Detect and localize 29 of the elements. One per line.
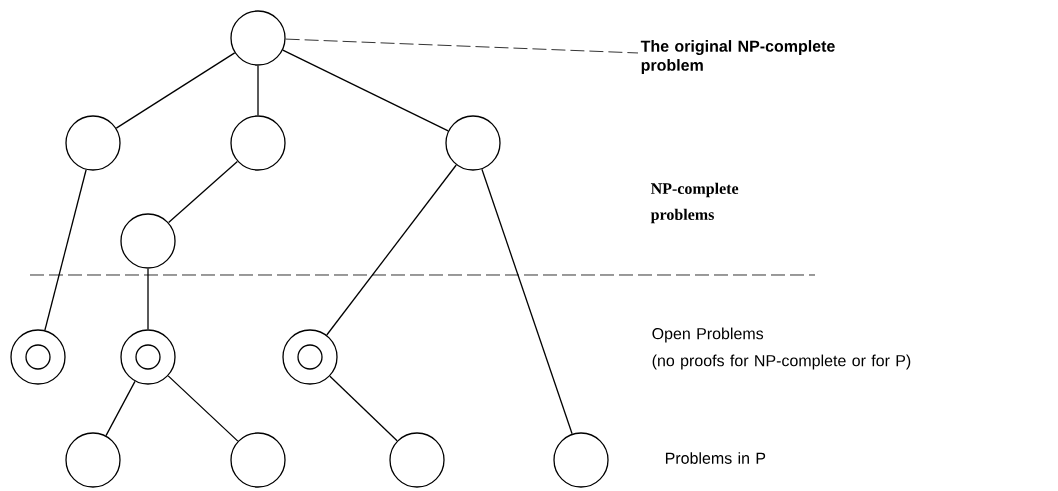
connector-line xyxy=(105,380,136,437)
circle xyxy=(120,213,176,269)
circle xyxy=(65,115,121,171)
circle xyxy=(445,115,501,171)
leader-line xyxy=(285,38,639,54)
circle xyxy=(230,115,286,171)
connector-line xyxy=(329,375,398,442)
text-label: The original NP-complete problem xyxy=(640,40,835,74)
text-label: NP-complete problems xyxy=(650,182,739,224)
circle xyxy=(389,432,445,488)
circle xyxy=(230,10,286,66)
circle xyxy=(553,432,609,488)
connector-line xyxy=(167,375,239,442)
circle xyxy=(65,432,121,488)
connector-line xyxy=(44,169,87,331)
text-label: Problems in P xyxy=(665,452,766,464)
connector-line xyxy=(115,52,236,129)
text-label: (no proofs for NP-complete or for P) xyxy=(652,354,911,370)
connector-line xyxy=(147,268,149,330)
connector-line xyxy=(257,65,259,116)
connector-line xyxy=(282,49,449,132)
connector-line xyxy=(481,168,573,435)
text-label: Open Problems xyxy=(652,327,764,343)
double-circle xyxy=(282,329,338,385)
double-circle xyxy=(120,329,176,385)
connector-line xyxy=(326,164,457,336)
connector-line xyxy=(168,160,238,224)
double-circle xyxy=(10,329,66,385)
circle xyxy=(230,432,286,488)
